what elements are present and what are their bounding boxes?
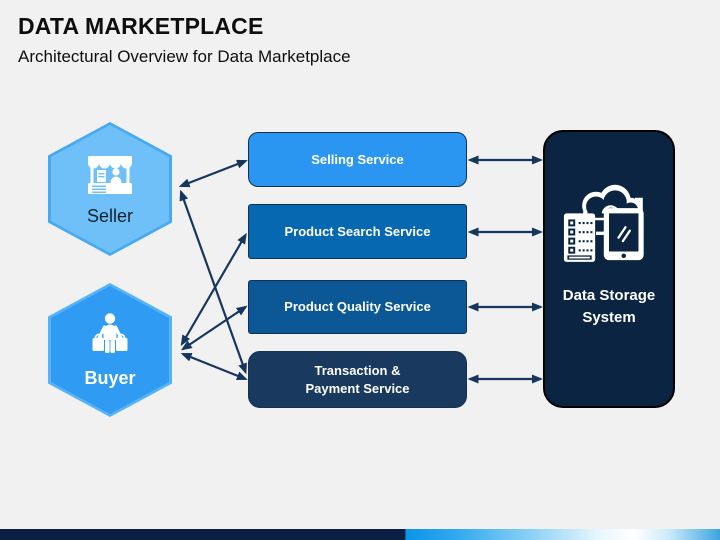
cloud-storage-devices-icon (557, 182, 661, 269)
buyer-node: Buyer (48, 283, 172, 417)
service-label: Transaction & Payment Service (305, 362, 410, 396)
page-subtitle: Architectural Overview for Data Marketpl… (18, 47, 351, 66)
buyer-label: Buyer (84, 368, 136, 388)
connector-buyer-quality (180, 305, 248, 351)
service-box-product-search: Product Search Service (248, 204, 467, 259)
connector-buyer-transaction (180, 352, 248, 381)
storage-node: Data Storage System (543, 130, 675, 408)
service-label: Product Quality Service (284, 299, 431, 315)
service-box-selling: Selling Service (248, 132, 467, 187)
seller-label: Seller (86, 206, 134, 226)
shopper-with-bags-icon (86, 311, 134, 361)
market-stall-icon (84, 151, 136, 199)
connector-buyer-search (180, 232, 247, 347)
storage-label: Data Storage System (562, 287, 656, 326)
service-label: Selling Service (311, 151, 404, 167)
service-label: Product Search Service (284, 223, 431, 239)
service-box-transaction-payment: Transaction & Payment Service (248, 351, 467, 408)
page-title: DATA MARKETPLACE (18, 13, 264, 39)
connector-seller-transaction (179, 189, 247, 375)
footer-accent-bar (0, 529, 720, 540)
service-box-product-quality: Product Quality Service (248, 280, 467, 334)
seller-node: Seller (48, 122, 172, 256)
connector-seller-selling (178, 159, 248, 188)
